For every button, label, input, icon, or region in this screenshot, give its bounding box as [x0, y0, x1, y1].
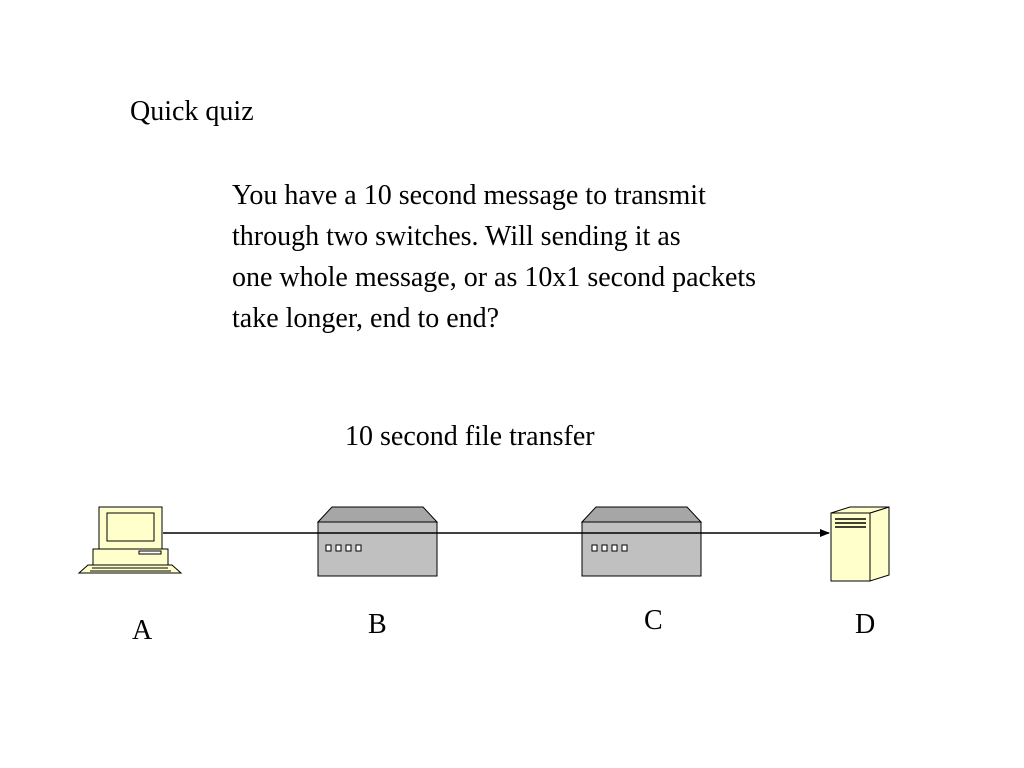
desktop-computer-icon [77, 506, 183, 574]
switch-c-icon [580, 506, 703, 577]
switch-b-icon [316, 506, 439, 577]
node-label-d: D [855, 609, 876, 640]
node-label-b: B [368, 609, 387, 640]
quiz-question: You have a 10 second message to transmit… [232, 175, 756, 339]
question-line: one whole message, or as 10x1 second pac… [232, 262, 757, 293]
diagram-title: 10 second file transfer [345, 421, 595, 452]
port-lights-icon [591, 544, 628, 552]
port-lights-icon [325, 544, 362, 552]
question-line: You have a 10 second message to transmit [232, 180, 706, 211]
server-tower-icon [830, 506, 890, 582]
node-label-a: A [132, 615, 153, 646]
slide-title: Quick quiz [130, 96, 254, 127]
node-label-c: C [644, 605, 663, 636]
question-line: take longer, end to end? [232, 303, 500, 334]
question-line: through two switches. Will sending it as [232, 221, 681, 252]
